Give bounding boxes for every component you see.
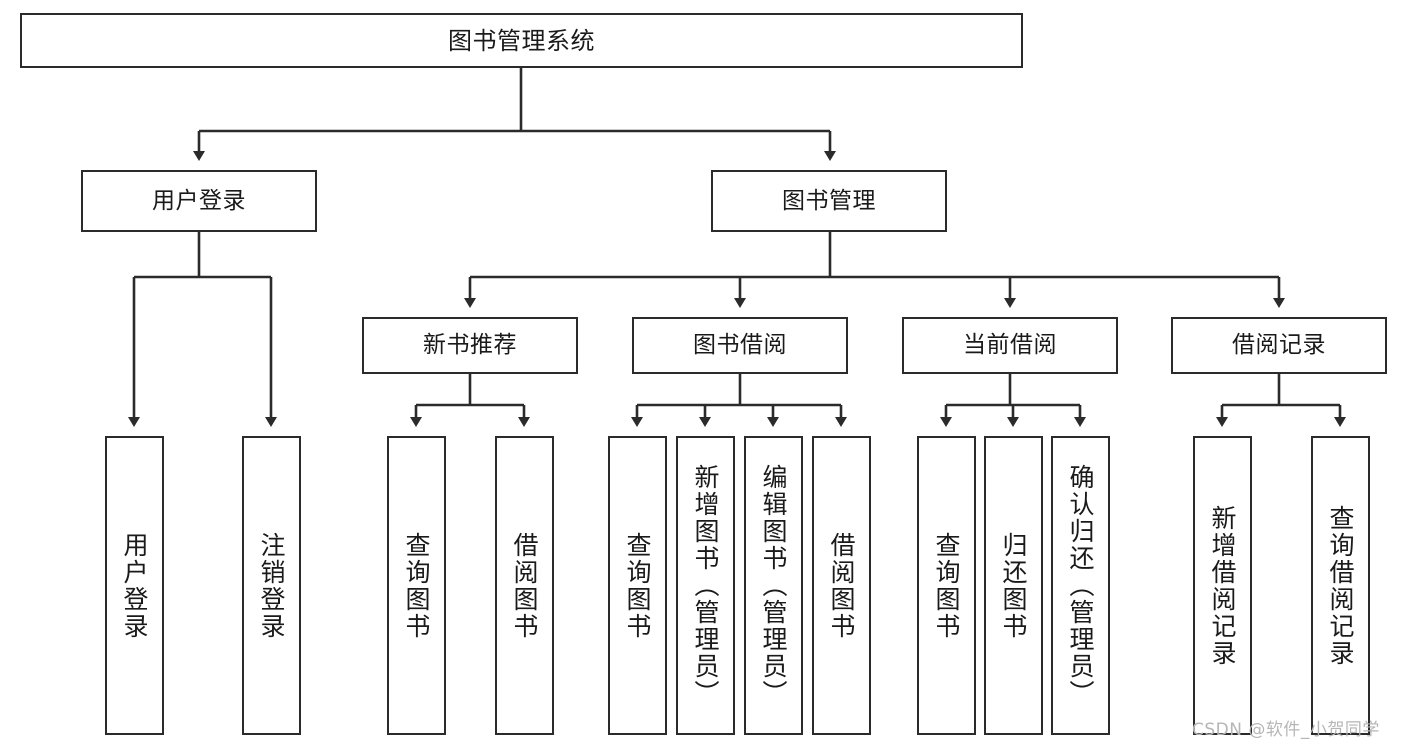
node-borrow-record[interactable]: 借阅记录 (1171, 317, 1387, 374)
node-leaf-borrow-book-1[interactable]: 借阅图书 (495, 436, 554, 735)
node-new-book-recommend[interactable]: 新书推荐 (362, 317, 578, 374)
watermark: CSDN @软件_小贺同学 (1192, 720, 1380, 740)
node-user-login-label: 用户登录 (152, 187, 246, 214)
node-leaf-logout-label: 注销登录 (257, 531, 286, 640)
node-book-borrow[interactable]: 图书借阅 (632, 317, 848, 374)
node-user-login[interactable]: 用户登录 (81, 170, 317, 232)
node-book-manage[interactable]: 图书管理 (711, 170, 947, 232)
node-leaf-query-book-1[interactable]: 查询图书 (387, 436, 446, 735)
node-book-borrow-label: 图书借阅 (693, 332, 787, 358)
node-new-book-recommend-label: 新书推荐 (423, 332, 517, 358)
node-root[interactable]: 图书管理系统 (20, 13, 1023, 68)
node-leaf-confirm-return-label: 确认归还（管理员） (1066, 464, 1095, 707)
node-leaf-user-login-label: 用户登录 (120, 531, 149, 640)
node-leaf-return-book-label: 归还图书 (999, 531, 1028, 640)
node-leaf-return-book[interactable]: 归还图书 (984, 436, 1043, 735)
node-leaf-borrow-book-2-label: 借阅图书 (827, 531, 856, 640)
node-leaf-add-record[interactable]: 新增借阅记录 (1193, 436, 1252, 735)
node-leaf-borrow-book-2[interactable]: 借阅图书 (812, 436, 871, 735)
node-leaf-logout[interactable]: 注销登录 (242, 436, 301, 735)
node-leaf-query-book-1-label: 查询图书 (402, 531, 431, 640)
node-leaf-confirm-return[interactable]: 确认归还（管理员） (1051, 436, 1110, 735)
node-leaf-add-book[interactable]: 新增图书（管理员） (676, 436, 735, 735)
node-leaf-query-book-3[interactable]: 查询图书 (917, 436, 976, 735)
node-book-manage-label: 图书管理 (782, 187, 876, 214)
node-leaf-borrow-book-1-label: 借阅图书 (510, 531, 539, 640)
node-leaf-add-record-label: 新增借阅记录 (1208, 504, 1237, 667)
node-leaf-query-record[interactable]: 查询借阅记录 (1311, 436, 1370, 735)
node-borrow-record-label: 借阅记录 (1232, 332, 1326, 358)
node-current-borrow[interactable]: 当前借阅 (902, 317, 1118, 374)
node-leaf-query-record-label: 查询借阅记录 (1326, 504, 1355, 667)
node-current-borrow-label: 当前借阅 (963, 332, 1057, 358)
node-root-label: 图书管理系统 (448, 26, 595, 55)
node-leaf-edit-book[interactable]: 编辑图书（管理员） (744, 436, 803, 735)
node-leaf-add-book-label: 新增图书（管理员） (691, 464, 720, 707)
node-leaf-user-login[interactable]: 用户登录 (105, 436, 164, 735)
node-leaf-edit-book-label: 编辑图书（管理员） (759, 464, 788, 707)
node-leaf-query-book-2[interactable]: 查询图书 (608, 436, 667, 735)
node-leaf-query-book-3-label: 查询图书 (932, 531, 961, 640)
node-leaf-query-book-2-label: 查询图书 (623, 531, 652, 640)
